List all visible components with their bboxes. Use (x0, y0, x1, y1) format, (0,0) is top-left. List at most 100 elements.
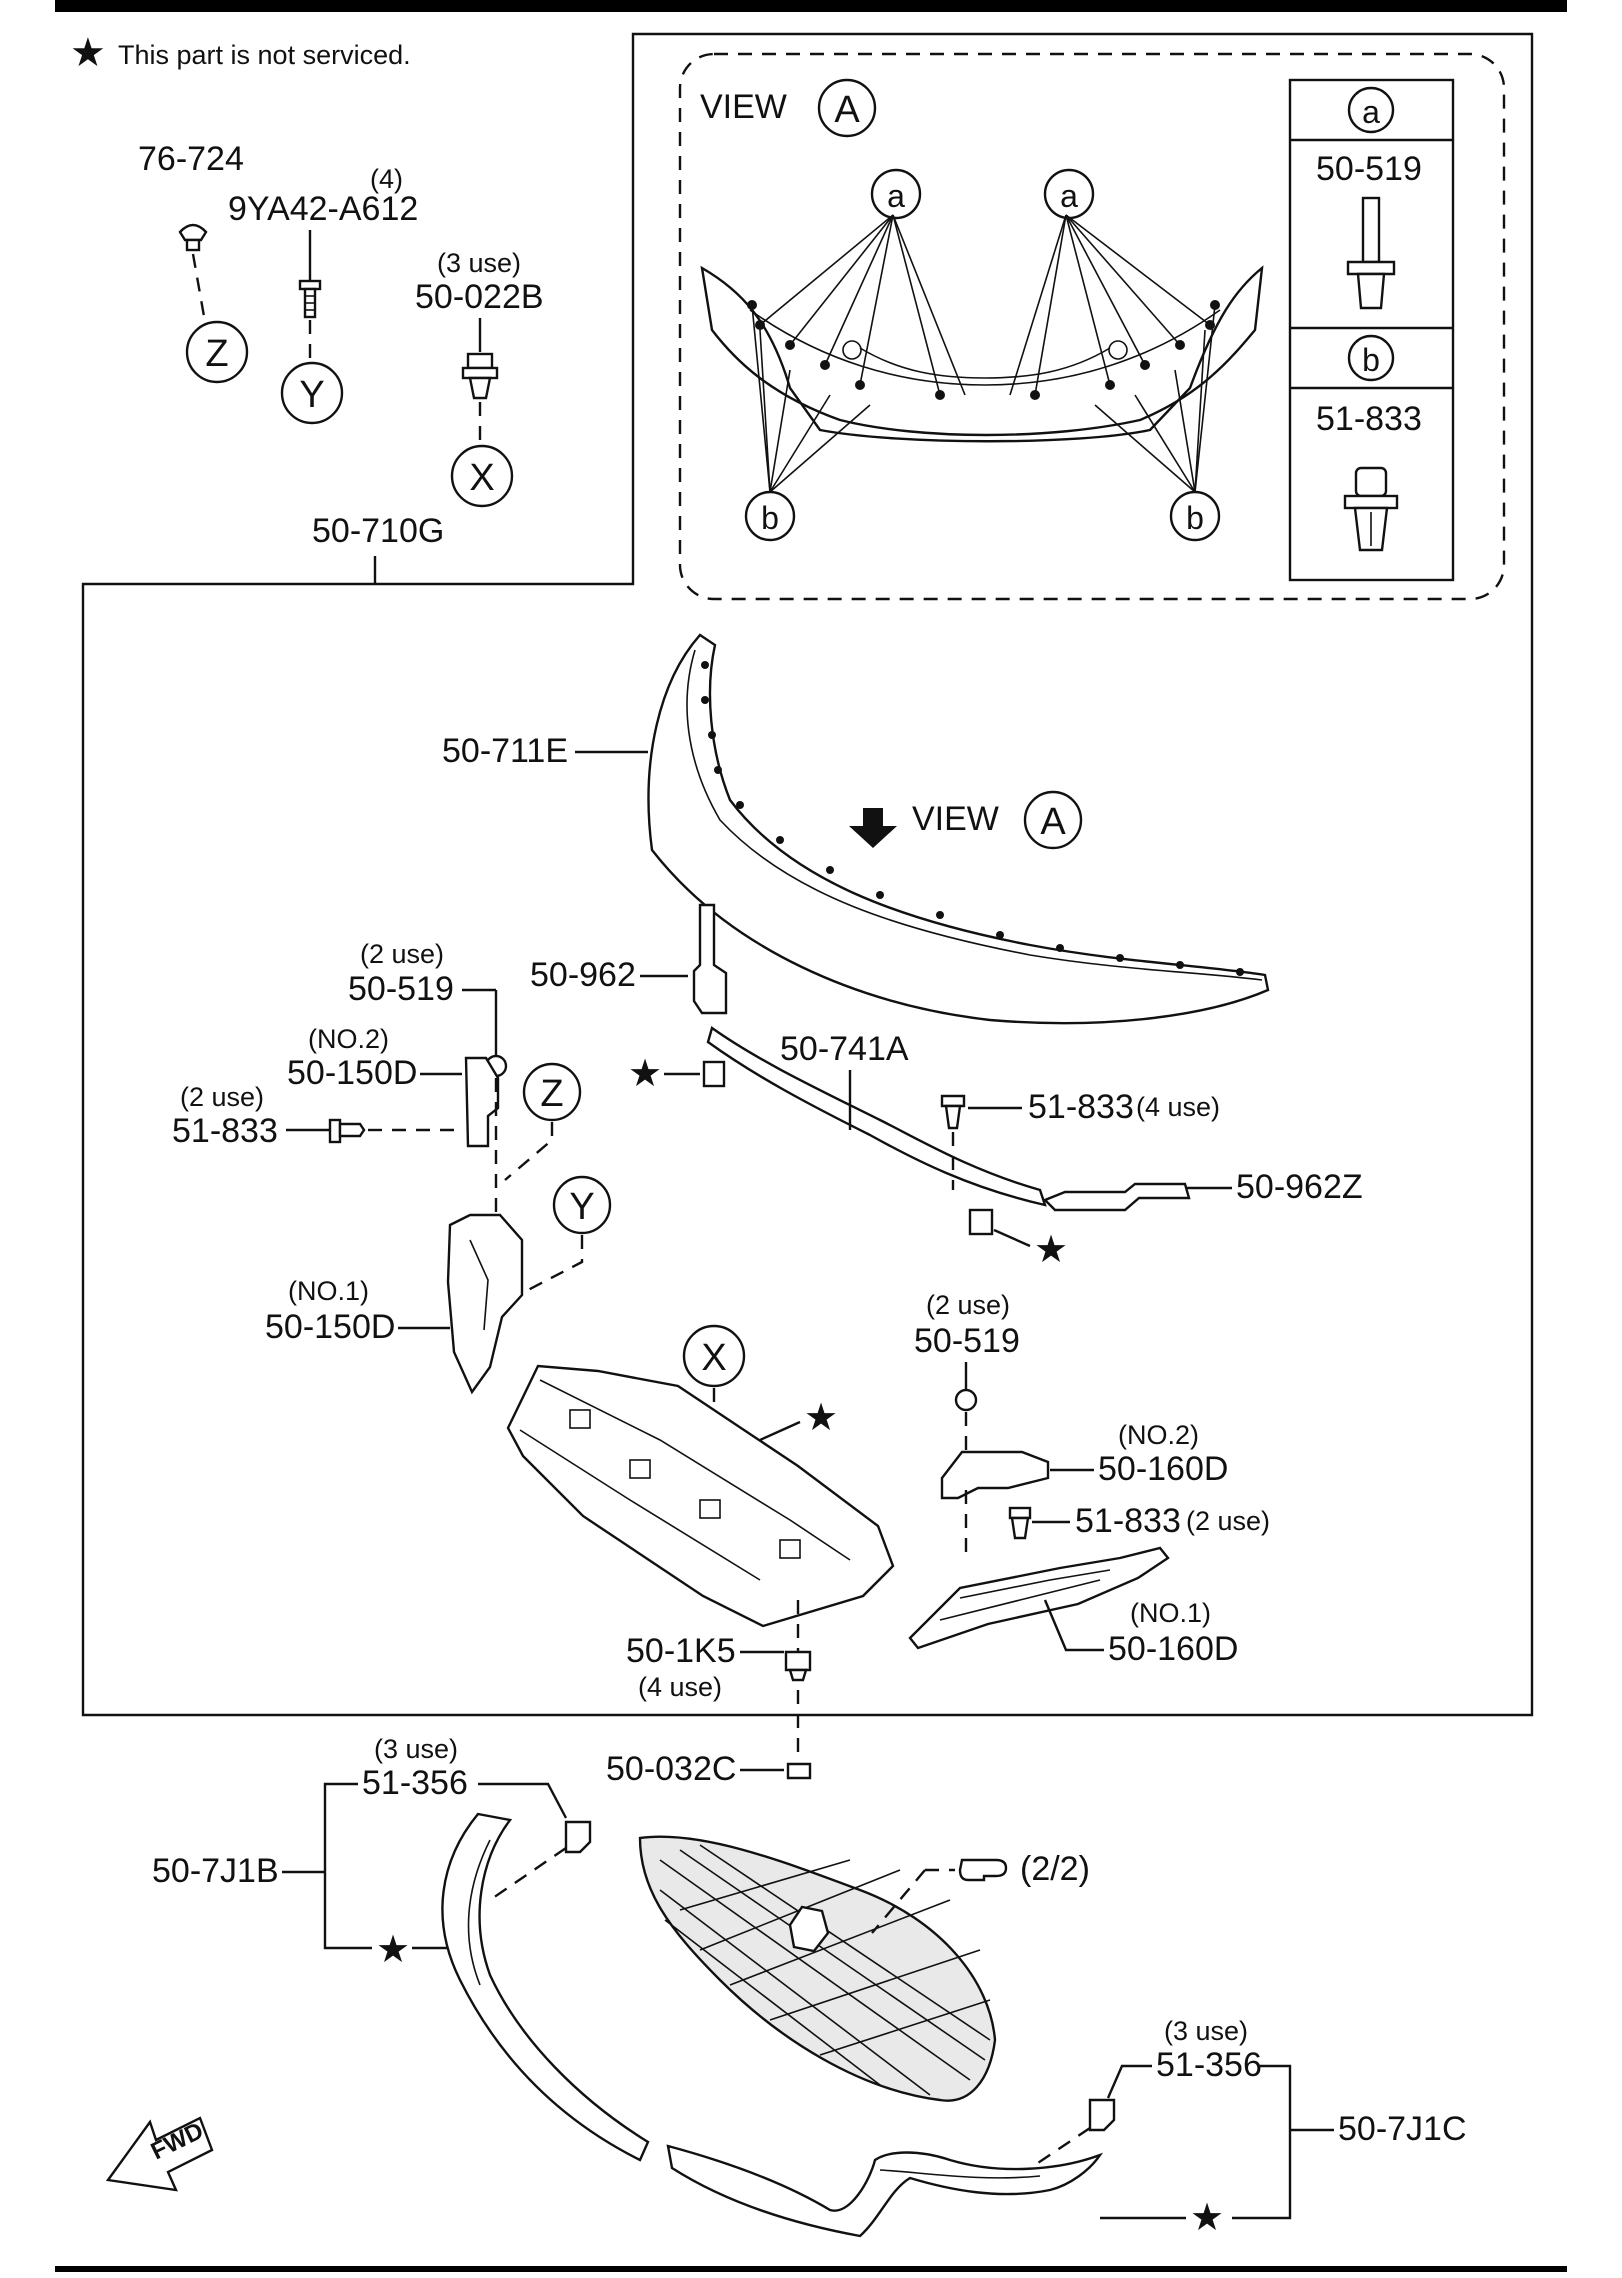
legend-a-circle-label: a (1362, 94, 1380, 130)
push-clip-icon (1343, 466, 1399, 552)
view-a-bumper-sketch (700, 265, 1264, 443)
circle-x-top-label: X (469, 457, 494, 499)
part-label-50-962[interactable]: 50-962 (530, 956, 636, 994)
view-a-fastener-dots (747, 300, 1220, 400)
part-qty-51-833-4use: (4 use) (1136, 1092, 1220, 1122)
part-label-50-022b[interactable]: 50-022B (415, 278, 544, 316)
leader-star-3 (759, 1420, 801, 1442)
star-icon-1: ★ (628, 1053, 662, 1095)
part-label-50-710g[interactable]: 50-710G (312, 512, 444, 550)
view-a-circle-label: A (834, 89, 860, 131)
circle-x-mid (682, 1324, 746, 1388)
part-label-50-7j1b[interactable]: 50-7J1B (152, 1852, 279, 1890)
part-qty-right-51-833: (2 use) (1186, 1506, 1270, 1536)
part-label-left-51-833[interactable]: 51-833 (172, 1112, 278, 1150)
bracket-50-160d-no2 (940, 1450, 1050, 1500)
top-border-bar (55, 0, 1567, 12)
circle-z-mid (522, 1062, 582, 1122)
part-label-right-50-519[interactable]: 50-519 (914, 1322, 1020, 1360)
leader-grille-ref (871, 1869, 926, 1934)
star-icon-4: ★ (376, 1929, 410, 1971)
circle-z-top (185, 320, 249, 384)
part-label-50-962z[interactable]: 50-962Z (1236, 1168, 1363, 1206)
clip-left-51-356-icon (564, 1820, 592, 1854)
part-label-50-1k5[interactable]: 50-1K5 (626, 1632, 736, 1670)
rivet-icon (1346, 196, 1396, 310)
legend-b-part[interactable]: 51-833 (1316, 400, 1422, 438)
part-label-50-711e[interactable]: 50-711E (442, 732, 568, 770)
view-arrow-text: VIEW (912, 800, 999, 838)
part-note-left-150d-no2: (NO.2) (308, 1024, 389, 1054)
bottom-border-bar (55, 2266, 1567, 2272)
forward-direction-arrow-icon (105, 2116, 214, 2192)
legend-a-part[interactable]: 50-519 (1316, 150, 1422, 188)
callout-b-right-label: b (1186, 500, 1204, 536)
part-use-50-022b: (3 use) (437, 248, 521, 278)
circle-x-top (450, 444, 514, 508)
callout-a-right (1043, 168, 1095, 220)
leader-left-51-356 (478, 1782, 568, 1819)
garnish-right-50-7j1c (666, 2144, 1104, 2238)
part-label-left-50-150d-no2[interactable]: 50-150D (287, 1054, 417, 1092)
star-icon-2: ★ (1034, 1229, 1068, 1271)
part-label-76-724[interactable]: 76-724 (138, 140, 244, 178)
pointing-hand-icon (958, 1858, 1008, 1882)
part-note-right-160d-no1: (NO.1) (1130, 1598, 1211, 1628)
bracket-50-150d-no2 (464, 1056, 500, 1148)
star-icon-3: ★ (804, 1397, 838, 1439)
screw-icon (298, 279, 322, 319)
part-use-left-51-833: (2 use) (180, 1082, 264, 1112)
callout-b-left (744, 490, 796, 542)
part-label-left-50-150d-no1[interactable]: 50-150D (265, 1308, 395, 1346)
garnish-left-50-7j1b (441, 1812, 650, 2162)
part-label-left-50-519[interactable]: 50-519 (348, 970, 454, 1008)
radiator-shroud-bracket (506, 1364, 895, 1628)
part-label-right-50-160d-no1[interactable]: 50-160D (1108, 1630, 1238, 1668)
view-a-callout-lines (751, 214, 1216, 493)
part-label-50-7j1c[interactable]: 50-7J1C (1338, 2110, 1467, 2148)
part-label-right-51-833[interactable]: 51-833 (1075, 1502, 1181, 1540)
part-label-51-833-4use[interactable]: 51-833 (1028, 1088, 1134, 1126)
not-serviced-star-icon: ★ (70, 31, 106, 75)
part-use-50-1k5: (4 use) (638, 1672, 722, 1702)
part-label-right-51-356[interactable]: 51-356 (1156, 2046, 1262, 2084)
bumper-mount-holes (701, 661, 1244, 976)
part-use-left-50-519: (2 use) (360, 939, 444, 969)
part-label-9ya42-a612[interactable]: 9YA42-A612 (228, 190, 418, 228)
nut-right-50-519 (954, 1388, 978, 1412)
leader-left-51-356-dash (489, 1847, 567, 1901)
view-a-circle (817, 78, 877, 138)
bracket-50-7j1c (1232, 2064, 1292, 2220)
circle-y-top-label: Y (299, 374, 324, 416)
bumper-upper-panel (647, 633, 1270, 1025)
part-label-50-032c[interactable]: 50-032C (606, 1750, 736, 1788)
reinforcement-50-741a (706, 1026, 1047, 1207)
push-pin-icon (178, 223, 208, 252)
bracket-50-160d-no1 (908, 1546, 1170, 1650)
part-qty-9ya42: (4) (370, 164, 403, 194)
leader-z-mid (504, 1122, 554, 1181)
bracket-50-7j1b (323, 1782, 372, 1950)
callout-b-left-label: b (761, 500, 779, 536)
fastener-legend-table (1288, 78, 1455, 582)
clip-right-51-356-icon (1088, 2098, 1116, 2132)
grille-ref-label[interactable]: (2/2) (1020, 1850, 1090, 1888)
part-label-left-51-356[interactable]: 51-356 (362, 1764, 468, 1802)
clip-right-51-833-icon (1008, 1506, 1032, 1540)
view-a-panel (678, 52, 1506, 601)
callout-a-left (870, 168, 922, 220)
callout-a-left-label: a (887, 178, 905, 214)
leader-star-2 (993, 1228, 1031, 1248)
callout-b-right (1169, 490, 1221, 542)
clip-51-833-icon (940, 1094, 966, 1130)
legend-a-circle (1347, 86, 1395, 134)
front-grille (638, 1835, 997, 2102)
part-label-right-50-160d-no2[interactable]: 50-160D (1098, 1450, 1228, 1488)
view-a-title: VIEW (700, 88, 787, 126)
clip-block-unserviced-1 (702, 1060, 726, 1088)
bracket-50-962z (1042, 1182, 1191, 1212)
part-label-50-741a[interactable]: 50-741A (780, 1030, 909, 1068)
part-use-right-51-356: (3 use) (1164, 2016, 1248, 2046)
clip-50-1k5-icon (784, 1650, 812, 1682)
